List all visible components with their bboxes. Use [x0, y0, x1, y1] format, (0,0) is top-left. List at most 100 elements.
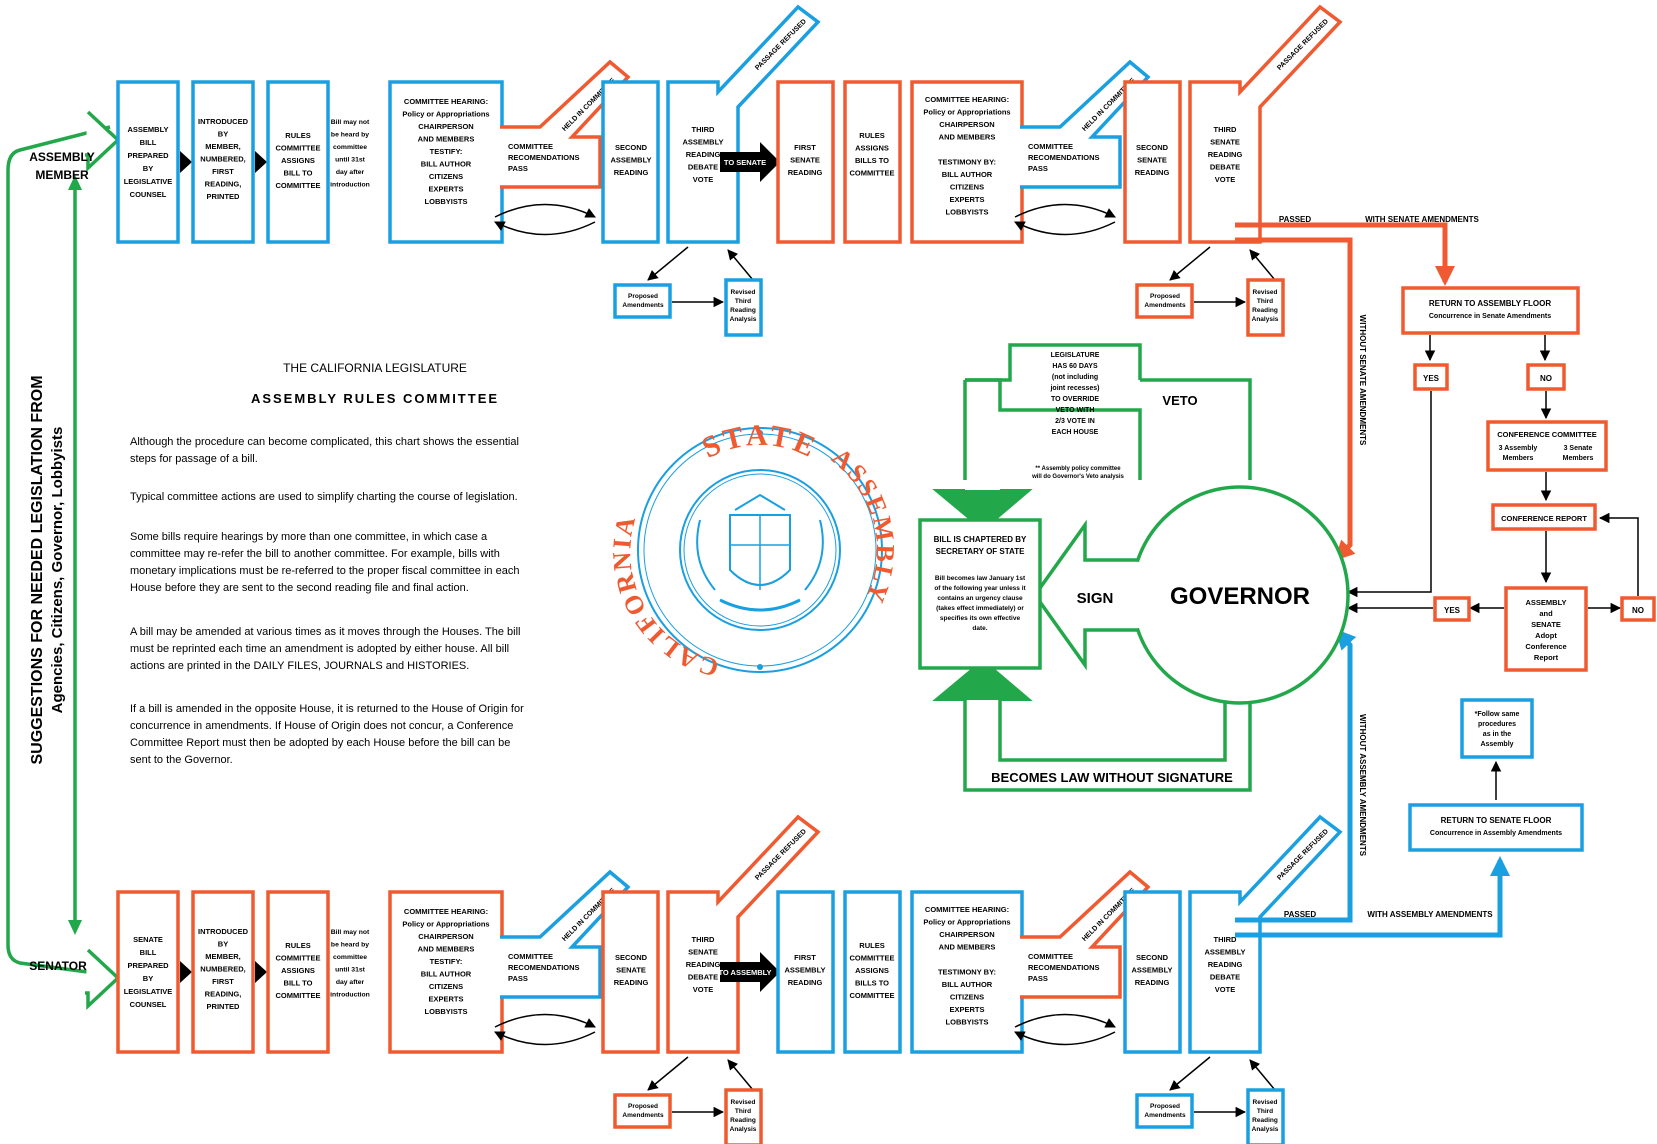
prepared-line-6: COUNSEL — [130, 190, 167, 199]
third-reading-line-2: SENATE — [688, 948, 718, 957]
recommend-other-shape — [1020, 59, 1151, 189]
chaptered-title-line-1: BILL IS CHAPTERED BY — [934, 535, 1027, 544]
origin-assembly-member-2: MEMBER — [35, 168, 89, 182]
proposed-line-2: Amendments — [622, 302, 664, 309]
hearing-other-line-6: TESTIMONY BY: — [938, 968, 996, 977]
wait-note-line-2: be heard by — [331, 942, 369, 949]
chaptered-body-line-3: contains an urgency clause — [937, 595, 1023, 602]
first-other-line-3: READING — [788, 978, 823, 987]
third-other-line-2: ASSEMBLY — [1205, 948, 1246, 957]
governor-label: GOVERNOR — [1170, 583, 1310, 610]
hearing-line-7: CITIZENS — [429, 172, 463, 181]
conference-senate-members: Members — [1563, 455, 1594, 462]
prepared-line-2: BILL — [140, 948, 157, 957]
introduced-box — [191, 80, 255, 244]
hearing-line-4: AND MEMBERS — [418, 945, 475, 954]
hearing-other-box — [910, 890, 1024, 1054]
hearing-other-line-2: Policy or Appropriations — [923, 918, 1010, 927]
revised-other-box — [1246, 278, 1285, 337]
third-reading-line-3: READING — [686, 150, 721, 159]
third-other-box — [1188, 4, 1343, 244]
hearing-line-9: LOBBYISTS — [425, 197, 468, 206]
hearing-line-8: EXPERTS — [428, 995, 463, 1004]
recommend-other-shape — [1020, 869, 1151, 999]
second-reading-line-3: READING — [614, 978, 649, 987]
intro-para-3-line-4: House before they are sent to the second… — [130, 582, 469, 594]
prepared-line-5: LEGISLATIVE — [124, 987, 173, 996]
proposed-box — [613, 283, 672, 319]
third-reading-line-5: VOTE — [693, 175, 713, 184]
override-line-4: joint recesses) — [1049, 385, 1099, 392]
proposed-line-2: Amendments — [622, 1112, 664, 1119]
hearing-other-line-3: CHAIRPERSON — [939, 930, 994, 939]
hearing-other-line-6: TESTIMONY BY: — [938, 158, 996, 167]
first-other-line-2: SENATE — [790, 156, 820, 165]
adopt-line-2: and — [1539, 609, 1553, 618]
intro-para-3-line-2: committee may re-refer the bill to anoth… — [130, 548, 500, 560]
intro-para-1-line-1: Although the procedure can become compli… — [130, 436, 519, 448]
second-reading-line-1: SECOND — [615, 953, 648, 962]
rules-other-box — [843, 890, 902, 1054]
third-other-line-5: VOTE — [1215, 175, 1235, 184]
proposed-other-box — [1135, 1093, 1194, 1129]
hearing-other-line-2: Policy or Appropriations — [923, 108, 1010, 117]
prepared-line-1: ASSEMBLY — [128, 125, 169, 134]
arrow-1 — [180, 961, 192, 983]
revised-box — [724, 278, 763, 337]
intro-para-5-line-4: sent to the Governor. — [130, 754, 233, 766]
proposed-other-line-1: Proposed — [1150, 293, 1180, 300]
second-reading-box — [601, 890, 660, 1054]
rules-line-5: COMMITTEE — [276, 991, 321, 1000]
prepared-line-6: COUNSEL — [130, 1000, 167, 1009]
from-revised-other — [1249, 249, 1276, 281]
hearing-other-line-3: CHAIRPERSON — [939, 120, 994, 129]
top-passed-label: PASSED — [1279, 215, 1312, 224]
proposed-box — [613, 1093, 672, 1129]
hearing-line-7: CITIZENS — [429, 982, 463, 991]
rules-line-2: COMMITTEE — [276, 954, 321, 963]
introduced-line-3: MEMBER, — [205, 952, 240, 961]
override-line-2: HAS 60 DAYS — [1052, 363, 1098, 370]
conference-assembly-count: 3 Assembly — [1499, 445, 1538, 452]
second-other-line-2: ASSEMBLY — [1132, 966, 1173, 975]
rules-line-3: ASSIGNS — [281, 966, 315, 975]
first-other-line-3: READING — [788, 168, 823, 177]
third-other-line-3: READING — [1208, 960, 1243, 969]
loop-other-b — [1014, 221, 1116, 236]
second-reading-line-2: ASSEMBLY — [611, 156, 652, 165]
recommend-line-3: PASS — [508, 974, 528, 983]
wait-note-line-1: Bill may not — [331, 929, 370, 936]
third-reading-line-1: THIRD — [692, 935, 715, 944]
first-other-line-1: FIRST — [794, 143, 816, 152]
rules-line-4: BILL TO — [284, 979, 313, 988]
intro-para-5-line-1: If a bill is amended in the opposite Hou… — [130, 703, 524, 715]
chaptered-body-line-4: (takes effect immediately) or — [936, 605, 1024, 612]
introduced-line-7: PRINTED — [207, 1002, 241, 1011]
second-other-line-2: SENATE — [1137, 156, 1167, 165]
adopt-no: NO — [1632, 606, 1644, 615]
third-reading-line-4: DEBATE — [688, 973, 718, 982]
loop-arrow-a — [494, 203, 596, 218]
third-reading-line-2: ASSEMBLY — [683, 138, 724, 147]
recommend-line-3: PASS — [508, 164, 528, 173]
hearing-other-line-7: BILL AUTHOR — [942, 980, 993, 989]
proposed-line-1: Proposed — [628, 1103, 658, 1110]
to-proposed-arrow — [647, 1056, 689, 1091]
introduced-line-4: NUMBERED, — [200, 965, 245, 974]
chaptered-title-line-2: SECRETARY OF STATE — [936, 547, 1026, 556]
wait-note-line-5: day after — [336, 979, 365, 986]
bottom-without-amend-label: WITHOUT ASSEMBLY AMENDMENTS — [1358, 714, 1367, 857]
revised-line-1: Revised — [731, 1099, 756, 1106]
recommend-other-line-3: PASS — [1028, 164, 1048, 173]
second-other-box — [1123, 890, 1182, 1054]
proposed-other-line-1: Proposed — [1150, 1103, 1180, 1110]
from-revised-arrow — [727, 1059, 754, 1091]
recommend-other-line-2: RECOMENDATIONS — [1028, 963, 1100, 972]
first-other-box — [776, 80, 835, 244]
bottom-passed-label: PASSED — [1284, 910, 1317, 919]
governor-area — [918, 343, 1350, 792]
loop-arrow-a — [494, 1013, 596, 1028]
introduced-line-2: BY — [218, 130, 228, 139]
to-proposed-other — [1169, 246, 1211, 281]
